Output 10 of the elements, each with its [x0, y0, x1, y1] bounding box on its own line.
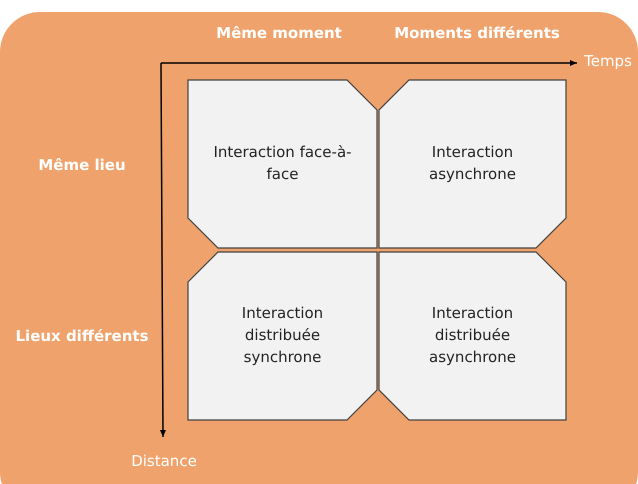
- quadrant-text: Interaction asynchrone: [428, 142, 517, 185]
- quadrant-text: Interaction distribuée synchrone: [240, 303, 324, 368]
- axis-label: Temps: [584, 52, 632, 70]
- column-header: Moments différents: [394, 24, 560, 42]
- row-header: Même lieu: [38, 156, 126, 174]
- column-header: Même moment: [216, 24, 342, 42]
- quadrant-text: Interaction distribuée asynchrone: [428, 303, 517, 368]
- quadrant-text: Interaction face-à-face: [212, 142, 352, 185]
- row-header: Lieux différents: [16, 327, 148, 345]
- axis-label: Distance: [131, 452, 197, 470]
